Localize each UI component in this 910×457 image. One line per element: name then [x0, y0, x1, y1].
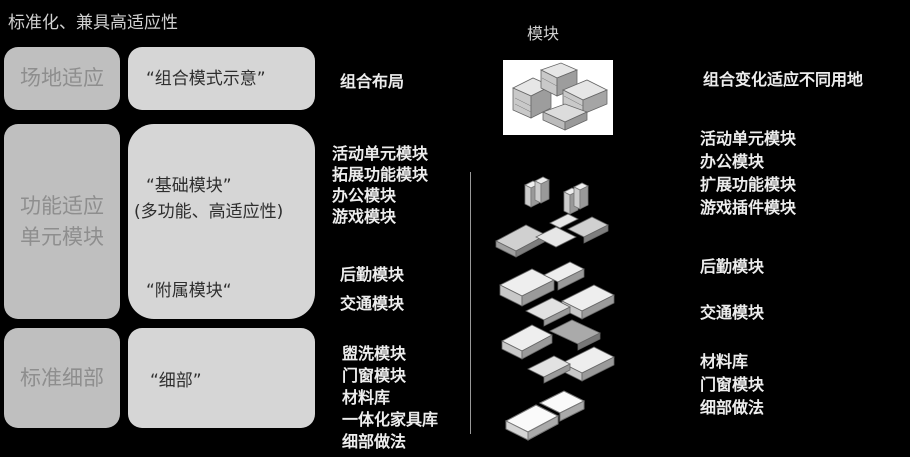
col3-detail-list: 盥洗模块 门窗模块 材料库 一体化家具库 细部做法 [342, 343, 438, 453]
combination-model-image [503, 60, 613, 135]
list-item: 盥洗模块 [342, 344, 407, 363]
category-label-line2: 单元模块 [20, 224, 104, 249]
exploded-module-model [495, 176, 615, 441]
col3-aux-logistics: 后勤模块 [340, 265, 405, 284]
col5-basic-list: 活动单元模块 办公模块 扩展功能模块 游戏插件模块 [700, 127, 796, 219]
list-item: 细部做法 [342, 432, 407, 451]
list-item: 办公模块 [332, 186, 397, 205]
list-item: 拓展功能模块 [332, 165, 429, 184]
combination-mode-label: “组合模式示意” [146, 69, 266, 89]
list-item: 游戏模块 [332, 207, 397, 226]
list-item: 一体化家具库 [342, 410, 439, 429]
category-label: 场地适应 [20, 66, 104, 91]
list-item: 材料库 [700, 352, 749, 371]
auxiliary-module-label: “附属模块“ [146, 281, 232, 301]
col5-aux-traffic: 交通模块 [700, 303, 765, 322]
box-basic-auxiliary: “基础模块” (多功能、高适应性) “附属模块“ [128, 124, 315, 319]
list-item: 材料库 [342, 388, 391, 407]
col5-detail-list: 材料库 门窗模块 细部做法 [700, 350, 764, 419]
list-item: 活动单元模块 [332, 144, 429, 163]
col3-aux-traffic: 交通模块 [340, 294, 405, 313]
list-item: 门窗模块 [342, 366, 407, 385]
detail-label: “细部” [150, 371, 202, 391]
col5-aux-logistics: 后勤模块 [700, 257, 765, 276]
basic-module-sublabel: (多功能、高适应性) [134, 202, 284, 222]
col3-basic-list: 活动单元模块 拓展功能模块 办公模块 游戏模块 [332, 143, 428, 227]
category-label: 标准细部 [20, 365, 104, 390]
box-combination-mode: “组合模式示意” [128, 47, 315, 110]
list-item: 游戏插件模块 [700, 198, 797, 217]
category-site-adaptation: 场地适应 [4, 47, 120, 110]
module-header: 模块 [527, 24, 560, 43]
col5-layout: 组合变化适应不同用地 [703, 70, 864, 89]
list-item: 办公模块 [700, 152, 765, 171]
category-label-line1: 功能适应 [20, 194, 104, 219]
category-function-unit: 功能适应 单元模块 [4, 124, 120, 319]
list-item: 活动单元模块 [700, 129, 797, 148]
list-item: 扩展功能模块 [700, 175, 797, 194]
category-standard-detail: 标准细部 [4, 328, 120, 428]
vertical-divider [470, 172, 471, 434]
combination-model-drawing [512, 62, 608, 131]
basic-module-label: “基础模块” [146, 176, 232, 196]
list-item: 门窗模块 [700, 375, 765, 394]
col3-layout: 组合布局 [340, 72, 405, 91]
list-item: 细部做法 [700, 398, 765, 417]
box-detail: “细部” [128, 328, 315, 428]
page-title: 标准化、兼具高适应性 [8, 13, 178, 33]
